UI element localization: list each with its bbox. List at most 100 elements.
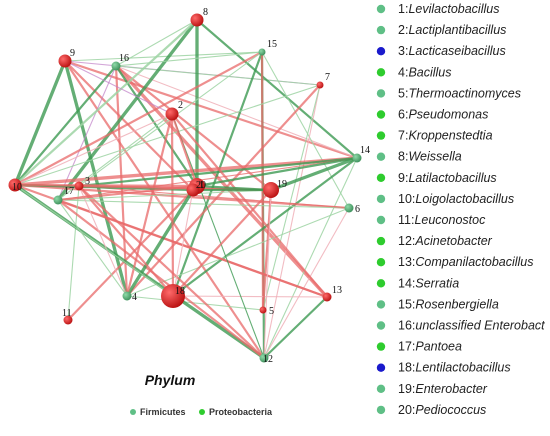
genus-color-dot (376, 47, 386, 56)
genus-color-dot (376, 279, 386, 288)
genus-name: Loigolactobacillus (415, 192, 514, 206)
node-label-5: 5 (269, 306, 274, 317)
genus-legend-row: 7:Kroppenstedtia (376, 129, 493, 143)
edge-18-19 (171, 188, 273, 298)
genus-number: 17: (398, 340, 415, 354)
genus-name: Lentilactobacillus (415, 361, 510, 375)
node-label-3: 3 (85, 176, 90, 187)
node-11 (63, 315, 73, 325)
edge-4-20 (125, 188, 195, 298)
genus-legend-row: 9:Latilactobacillus (376, 171, 497, 185)
genus-number: 18: (398, 361, 415, 375)
node-4 (122, 291, 132, 301)
genus-number: 2: (398, 23, 408, 37)
genus-entry: 8:Weissella (398, 150, 462, 164)
edge-12-17 (56, 198, 266, 360)
node-16 (111, 61, 121, 71)
genus-name: Kroppenstedtia (408, 129, 492, 143)
genus-color-dot (376, 384, 386, 393)
genus-legend-row: 10:Loigolactobacillus (376, 192, 514, 206)
genus-color-dot (376, 215, 386, 225)
genus-color-dot (376, 300, 386, 309)
genus-legend-row: 5:Thermoactinomyces (376, 86, 521, 100)
node-9 (58, 54, 72, 68)
node-label-17: 17 (64, 186, 74, 197)
edge-15-16 (115, 51, 263, 67)
genus-number: 3: (398, 44, 408, 58)
phylum-legend: Phylum Firmicutes Proteobacteria (130, 372, 273, 417)
genus-name: Companilactobacillus (415, 255, 533, 269)
genus-name: Levilactobacillus (408, 2, 499, 16)
node-13 (322, 292, 332, 302)
genus-number: 4: (398, 65, 408, 79)
phylum-title: Phylum (145, 372, 196, 388)
edge-15-5 (260, 50, 265, 312)
node-label-4: 4 (132, 292, 137, 303)
genus-number: 9: (398, 171, 408, 185)
genus-color-dot (376, 236, 386, 246)
genus-entry: 17:Pantoea (398, 340, 462, 354)
node-14 (352, 153, 362, 163)
node-label-12: 12 (263, 354, 273, 365)
genus-color-dot (376, 89, 386, 98)
node-6 (344, 203, 354, 213)
genus-name: Acinetobacter (414, 234, 492, 248)
genus-number: 14: (398, 276, 415, 290)
genus-number: 7: (398, 129, 408, 143)
genus-number: 11: (398, 213, 414, 227)
edge-14-12 (263, 157, 358, 359)
node-label-7: 7 (325, 72, 330, 83)
genus-entry: 3:Lacticaseibacillus (398, 44, 506, 58)
genus-color-dot (376, 258, 386, 267)
edge-2-10 (14, 113, 173, 186)
edge-11-1 (66, 184, 199, 322)
genus-number: 10: (398, 192, 415, 206)
genus-legend-row: 17:Pantoea (376, 340, 462, 354)
genus-name: Lacticaseibacillus (408, 44, 505, 58)
genus-number: 13: (398, 255, 415, 269)
node-10 (8, 178, 22, 192)
genus-entry: 13:Companilactobacillus (398, 255, 534, 269)
genus-entry: 16:unclassified Enterobact (398, 319, 545, 333)
genus-name: Enterobacter (415, 382, 487, 396)
edge-14-19 (269, 156, 359, 192)
genus-name: Weissella (408, 150, 461, 164)
edge-7-12 (263, 84, 321, 359)
genus-number: 19: (398, 382, 415, 396)
genus-name: Latilactobacillus (408, 171, 496, 185)
edge-1-19 (195, 184, 273, 192)
edge-8-14 (195, 18, 359, 160)
genus-color-dot (376, 363, 386, 372)
edge-12-3 (77, 184, 266, 360)
edge-5-4 (126, 295, 264, 311)
edge-16-10 (13, 64, 118, 187)
edge-18-2 (170, 112, 175, 298)
edge-7-5 (262, 84, 321, 311)
edge-11-3 (67, 185, 80, 321)
node-15 (258, 48, 266, 56)
edge-14-10 (13, 156, 359, 187)
genus-number: 16: (398, 319, 415, 333)
genus-entry: 10:Loigolactobacillus (398, 192, 514, 206)
node-20 (186, 183, 200, 197)
edge-4-3 (78, 185, 128, 297)
genus-number: 12: (398, 234, 415, 248)
genus-color-dot (376, 173, 386, 182)
node-label-8: 8 (203, 7, 208, 18)
edge-14-3 (77, 156, 359, 188)
genus-entry: 5:Thermoactinomyces (398, 86, 521, 100)
node-label-16: 16 (119, 53, 129, 64)
genus-legend-row: 12:Acinetobacter (376, 234, 493, 248)
edge-15-18 (171, 50, 264, 298)
genus-color-dot (376, 4, 386, 14)
edge-14-17 (57, 157, 358, 201)
genus-name: Pediococcus (415, 403, 486, 417)
node-18 (161, 284, 185, 308)
edge-4-17 (57, 199, 128, 297)
node-17 (53, 195, 63, 205)
genus-name: Pantoea (415, 340, 462, 354)
node-12 (259, 353, 269, 363)
edge-9-2 (64, 60, 173, 115)
